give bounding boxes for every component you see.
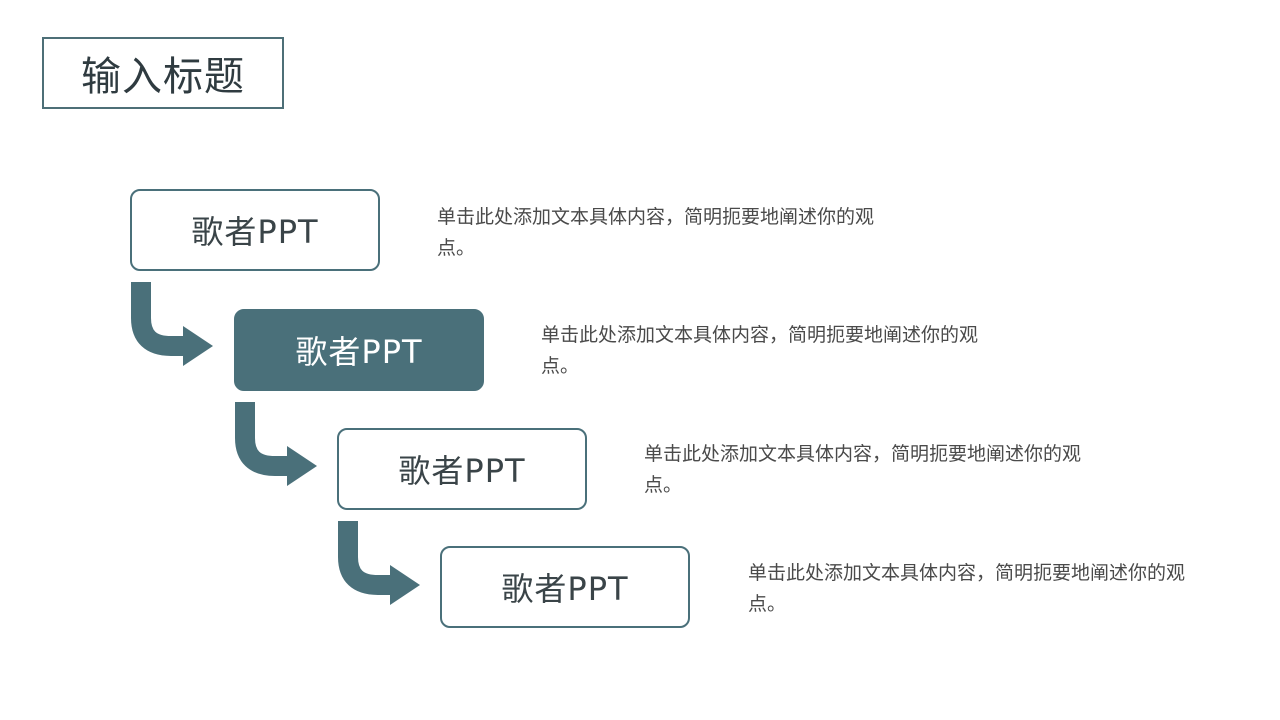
- step-4-description: 单击此处添加文本具体内容，简明扼要地阐述你的观点。: [748, 562, 1186, 615]
- step-3-box: 歌者PPT: [337, 428, 587, 510]
- step-4-box: 歌者PPT: [440, 546, 690, 628]
- step-arrow-3-icon: [338, 521, 420, 605]
- step-1-box: 歌者PPT: [130, 189, 380, 271]
- step-2-label: 歌者PPT: [295, 333, 423, 371]
- step-2-description: 单击此处添加文本具体内容，简明扼要地阐述你的观点。: [541, 324, 979, 377]
- page-title: 输入标题: [42, 37, 284, 109]
- step-2-box: 歌者PPT: [234, 309, 484, 391]
- step-1-description: 单击此处添加文本具体内容，简明扼要地阐述你的观点。: [437, 206, 875, 259]
- step-4-label: 歌者PPT: [501, 570, 629, 608]
- step-arrow-2-icon: [235, 402, 317, 486]
- step-3-description: 单击此处添加文本具体内容，简明扼要地阐述你的观点。: [644, 443, 1082, 496]
- step-3-label: 歌者PPT: [398, 452, 526, 490]
- step-arrow-1-icon: [131, 282, 213, 366]
- step-1-label: 歌者PPT: [191, 213, 319, 251]
